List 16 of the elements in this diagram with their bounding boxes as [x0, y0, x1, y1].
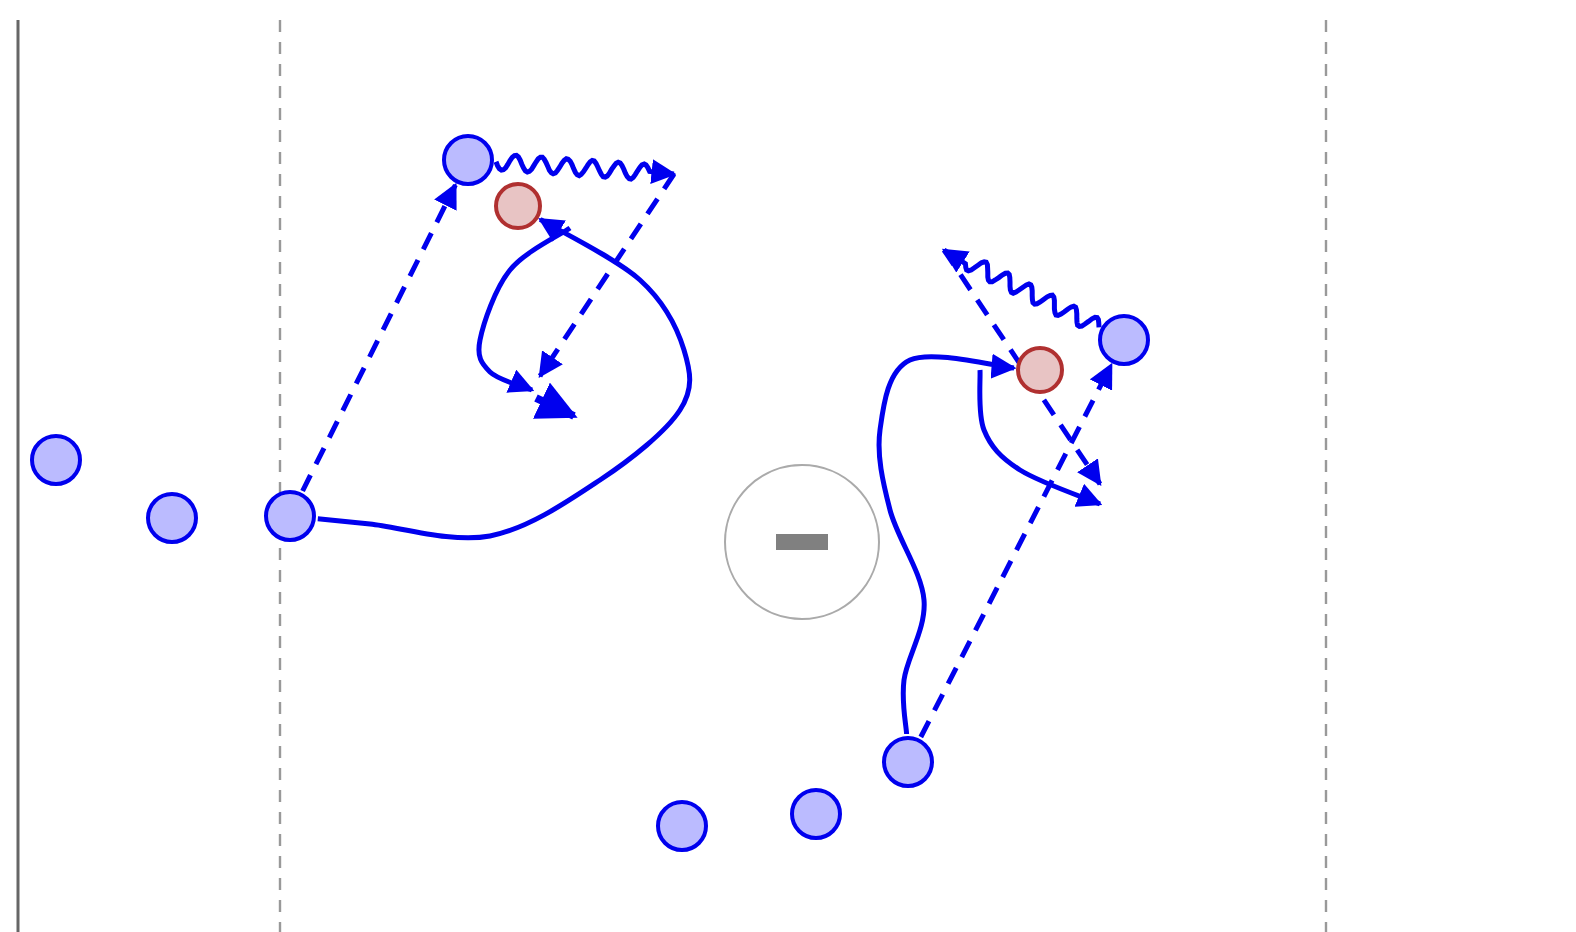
- player-circle: [264, 490, 316, 542]
- dodge-arrow: [941, 247, 1102, 330]
- cut-arrow: [317, 217, 693, 541]
- player-circle: [146, 492, 198, 544]
- player-circle: [790, 788, 842, 840]
- player-circle: [656, 800, 708, 852]
- player-circle: [1098, 314, 1150, 366]
- pass-arrow: [918, 362, 1114, 739]
- player-circle: [30, 434, 82, 486]
- player-circle: [882, 736, 934, 788]
- cut-arrow: [876, 352, 1017, 735]
- dodge-arrow: [493, 152, 677, 185]
- player-circle: [442, 134, 494, 186]
- pass-arrow: [300, 182, 458, 493]
- defender-circle: [1016, 346, 1064, 394]
- defender-circle: [494, 182, 542, 230]
